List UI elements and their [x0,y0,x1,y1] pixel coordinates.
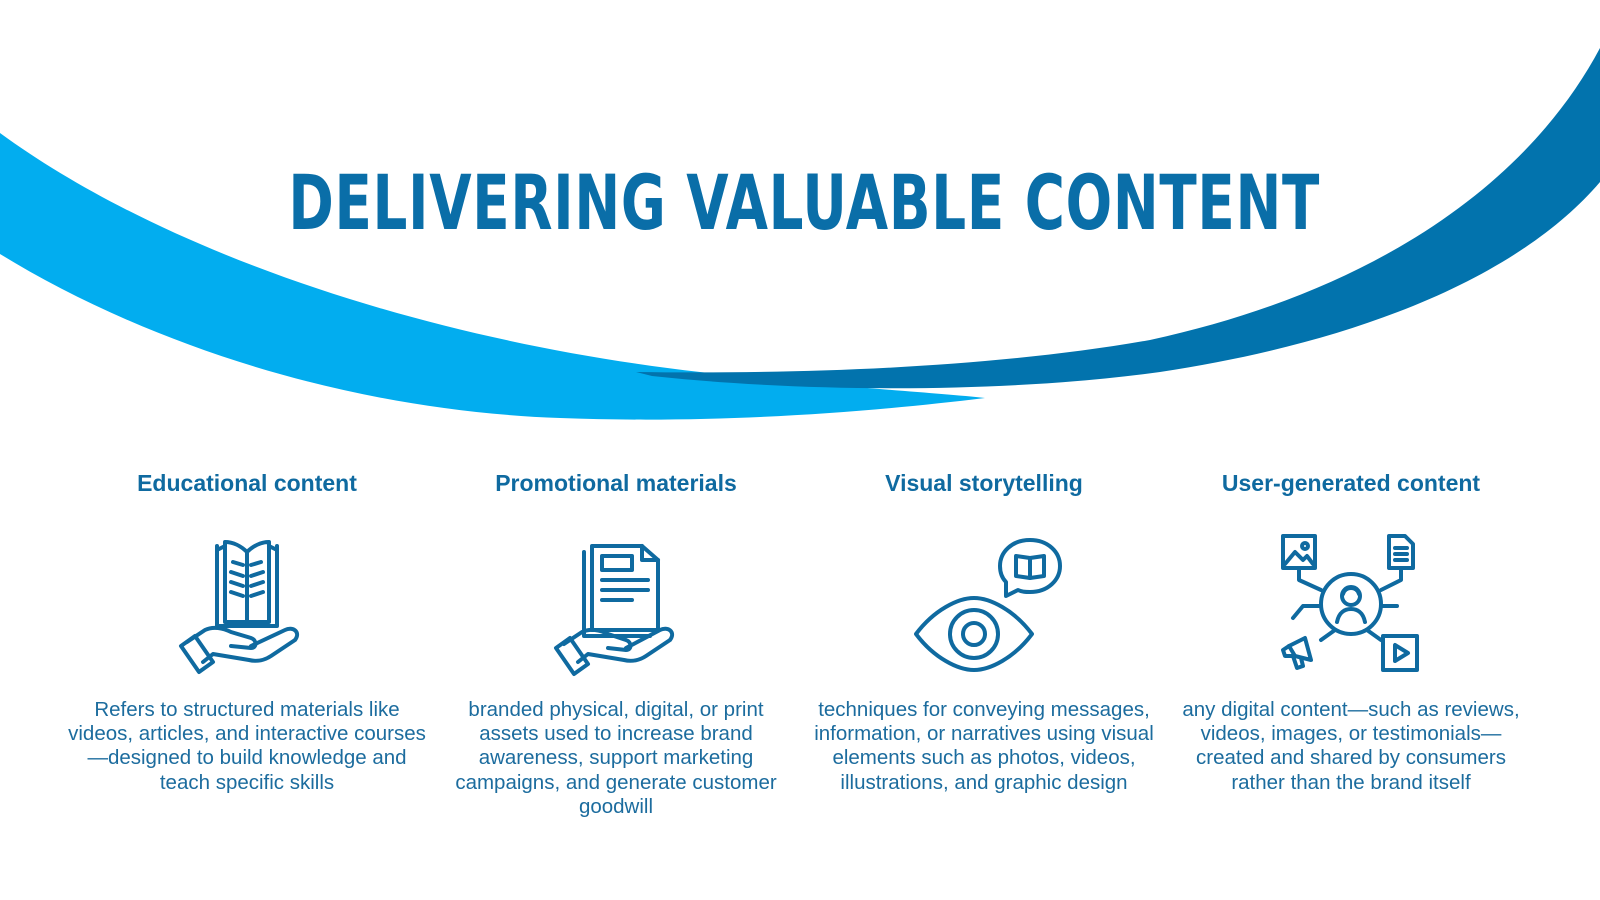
card-heading: Promotional materials [495,470,737,496]
card-heading: User-generated content [1221,470,1481,496]
card-heading: Educational content [137,470,357,496]
card-description: techniques for conveying messages, infor… [814,698,1154,794]
dark-blue-swoosh [636,48,1600,389]
card-promotional-materials: Promotional materials branded physical, … [436,468,796,818]
card-heading: Visual storytelling [885,470,1083,496]
card-user-generated-content: User-generated content [1171,468,1531,794]
user-network-media-icon [1281,534,1419,672]
card-description: branded physical, digital, or print asse… [455,698,777,818]
page-title: DELIVERING VALUABLE CONTENT [288,158,1321,247]
card-visual-storytelling: Visual storytelling techniques for conve… [804,468,1164,794]
light-blue-swoosh [0,133,985,420]
card-description: any digital content—such as reviews, vid… [1182,698,1520,794]
document-in-hand-icon [554,544,675,676]
open-book-in-hand-icon [179,540,300,674]
eye-with-book-speech-bubble-icon [914,538,1062,672]
card-educational-content: Educational content Refers to structured… [67,468,427,794]
card-description: Refers to structured materials like vide… [68,698,426,794]
